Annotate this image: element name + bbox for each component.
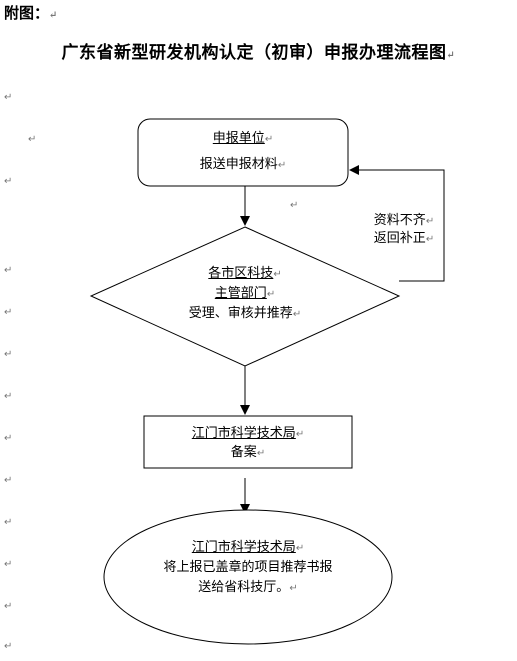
paragraph-mark: ↵ bbox=[4, 391, 13, 402]
applicant-node bbox=[137, 118, 349, 187]
submit-line2: 将上报已盖章的项目推荐书报 bbox=[163, 560, 333, 575]
city-review-line2: 主管部门↵ bbox=[214, 286, 276, 301]
paragraph-mark: ↵ bbox=[4, 641, 13, 652]
attachment-heading: 附图：↵ bbox=[4, 4, 58, 22]
paragraph-mark: ↵ bbox=[4, 349, 13, 360]
submit-node bbox=[103, 509, 393, 645]
paragraph-mark: ↵ bbox=[4, 265, 13, 276]
submit-line3: 送给省科技厅。↵ bbox=[198, 580, 298, 595]
flowchart-title: 广东省新型研发机构认定（初审）申报办理流程图↵ bbox=[61, 43, 456, 63]
paragraph-mark: ↵ bbox=[4, 176, 13, 187]
feedback-return-arrow bbox=[349, 165, 445, 282]
filing-node bbox=[143, 415, 353, 469]
filing-title: 江门市科学技术局↵ bbox=[191, 426, 305, 441]
paragraph-mark: ↵ bbox=[4, 92, 13, 103]
paragraph-mark: ↵ bbox=[4, 475, 13, 486]
applicant-text: 报送申报材料↵ bbox=[199, 157, 287, 172]
paragraph-mark: ↵ bbox=[4, 559, 13, 570]
city-review-line3: 受理、审核并推荐↵ bbox=[188, 306, 302, 321]
paragraph-mark: ↵ bbox=[4, 601, 13, 612]
applicant-title: 申报单位↵ bbox=[212, 131, 274, 146]
feedback-line1: 资料不齐↵ bbox=[373, 213, 435, 228]
paragraph-mark: ↵ bbox=[4, 517, 13, 528]
paragraph-mark: ↵ bbox=[290, 200, 299, 211]
submit-title: 江门市科学技术局↵ bbox=[191, 540, 305, 555]
paragraph-mark: ↵ bbox=[4, 433, 13, 444]
feedback-line2: 返回补正↵ bbox=[373, 231, 435, 246]
paragraph-mark: ↵ bbox=[4, 307, 13, 318]
paragraph-mark: ↵ bbox=[28, 134, 37, 145]
filing-text: 备案↵ bbox=[230, 445, 266, 460]
city-review-line1: 各市区科技↵ bbox=[208, 266, 282, 281]
